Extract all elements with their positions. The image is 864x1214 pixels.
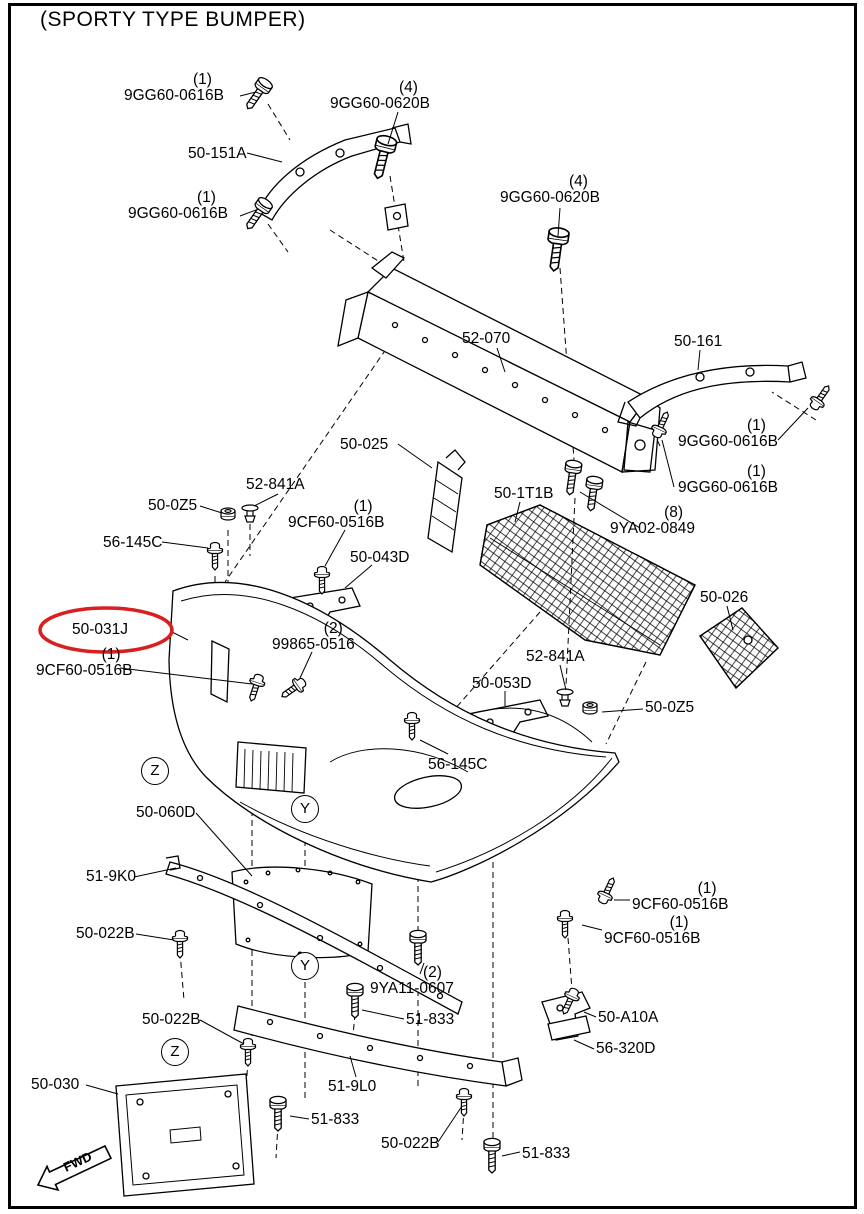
leader-lines [85,91,809,1157]
diagram-title: (SPORTY TYPE BUMPER) [40,8,306,31]
diagram-border-frame [8,3,857,1209]
part-50-1t1b-grille [479,504,696,656]
highlight-ellipse [38,606,174,654]
part-50-161-bracket [617,361,807,427]
fwd-arrow: FWD [36,1144,113,1192]
part-51-9l0-strip [233,1005,523,1087]
part-50-151a-bracket [257,123,412,231]
part-50-031j-front-bumper [168,581,620,883]
part-50-026-grille [699,607,779,689]
part-52-070-reinforcement-beam [337,251,661,473]
part-50-025-bracket [427,449,466,554]
part-56-320d-bracket [547,1015,591,1041]
part-51-9k0-strip [165,855,463,1015]
part-50-030-license-plate-bracket [115,1073,255,1197]
